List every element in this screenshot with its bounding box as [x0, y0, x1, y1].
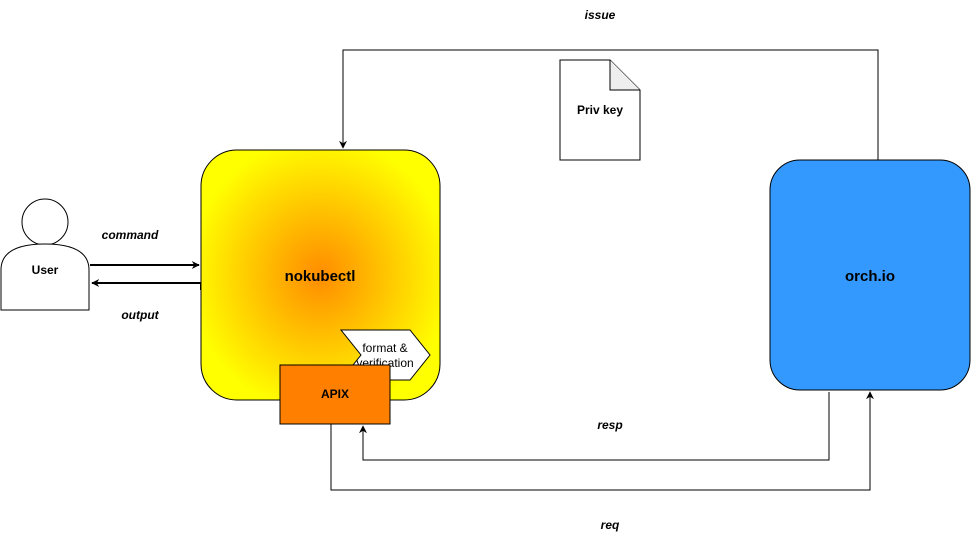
resp-connector	[359, 392, 830, 461]
apix-label: APIX	[321, 387, 349, 401]
priv-key-label: Priv key	[577, 103, 623, 117]
command-label: command	[102, 228, 159, 242]
req-connector	[330, 391, 874, 491]
user-actor-icon: User	[0, 198, 90, 311]
req-label: req	[601, 518, 620, 532]
orch-box	[769, 159, 971, 391]
resp-label: resp	[597, 418, 622, 432]
user-label: User	[32, 263, 59, 277]
output-label: output	[121, 308, 159, 322]
issue-connector	[339, 49, 879, 162]
nokubectl-label: nokubectl	[285, 268, 356, 285]
apix-box	[279, 364, 391, 425]
priv-key-document: Priv key	[559, 59, 641, 161]
output-arrow	[91, 279, 202, 290]
orch-label: orch.io	[845, 268, 895, 285]
issue-label: issue	[585, 8, 616, 22]
format-label-line1: format &	[362, 341, 407, 355]
